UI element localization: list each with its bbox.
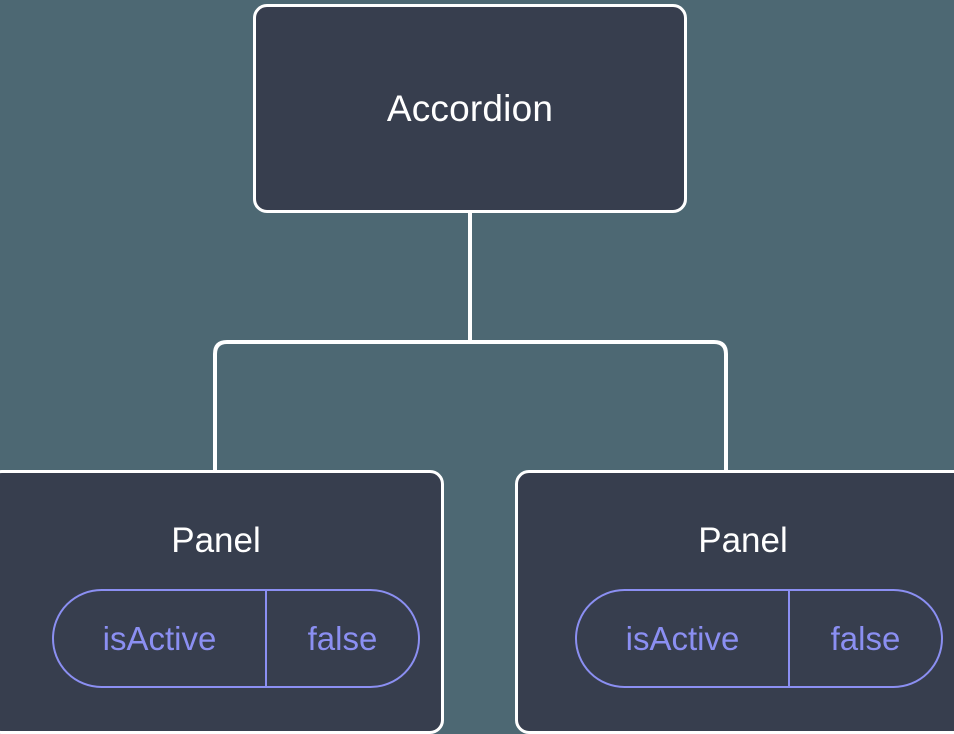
prop-pill-isactive-left[interactable]: isActive false <box>52 589 420 688</box>
prop-pill-isactive-right[interactable]: isActive false <box>575 589 943 688</box>
node-accordion[interactable]: Accordion <box>253 4 687 213</box>
node-accordion-label: Accordion <box>386 88 554 129</box>
prop-key-label: isActive <box>54 591 267 686</box>
node-panel-left-label: Panel <box>171 521 261 560</box>
node-panel-right-label: Panel <box>698 521 788 560</box>
prop-key-label: isActive <box>577 591 790 686</box>
node-panel-left[interactable]: Panel isActive false <box>0 470 444 734</box>
node-panel-right[interactable]: Panel isActive false <box>515 470 954 734</box>
prop-value-label: false <box>307 620 378 657</box>
connector-branch-bar <box>213 340 728 470</box>
prop-value-label: false <box>830 620 901 657</box>
